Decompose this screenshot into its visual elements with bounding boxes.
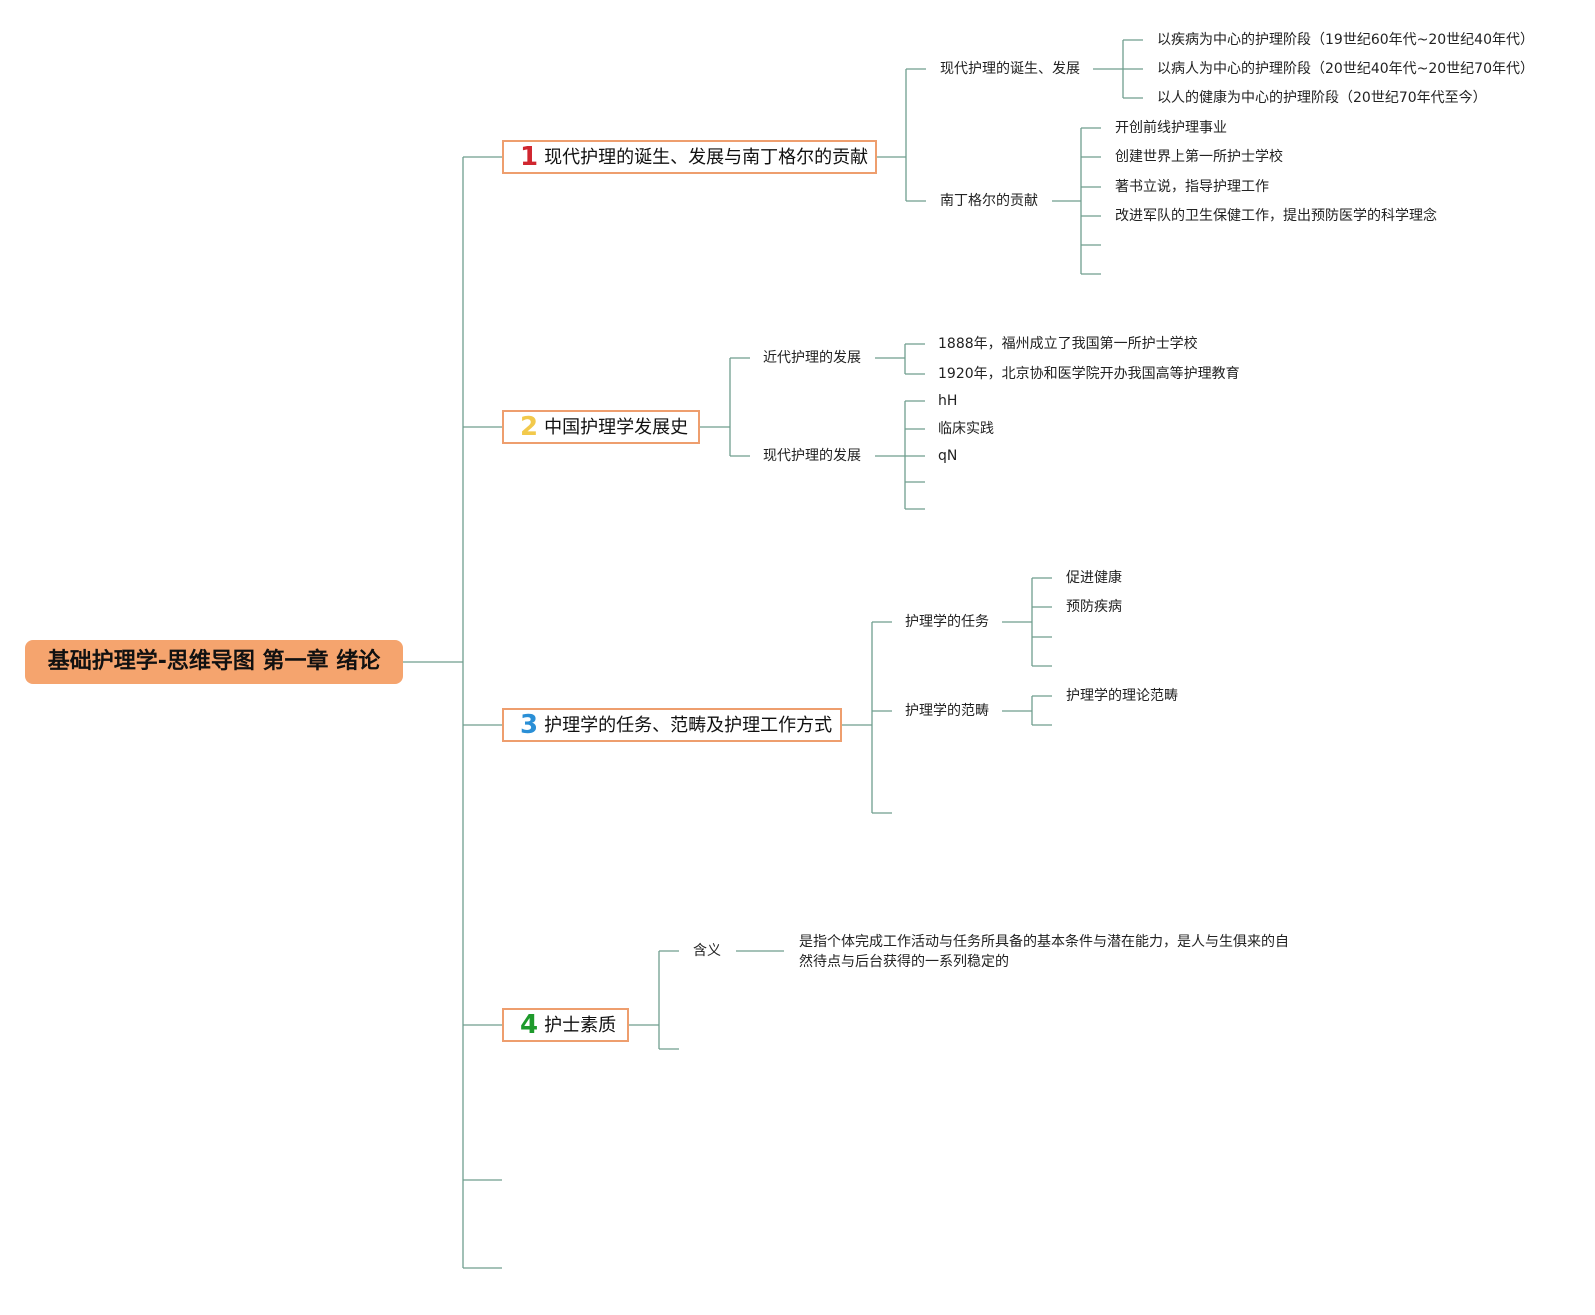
leaf-item[interactable]: 1920年，北京协和医学院开办我国高等护理教育 [938, 366, 1240, 382]
number-2-icon: 2 [520, 412, 539, 442]
leaf-item[interactable]: 改进军队的卫生保健工作，提出预防医学的科学理念 [1115, 208, 1437, 224]
leaf-item[interactable]: 开创前线护理事业 [1115, 120, 1227, 136]
branch-label: 现代护理的诞生、发展与南丁格尔的贡献 [544, 147, 869, 168]
leaf-item[interactable]: 著书立说，指导护理工作 [1115, 179, 1269, 195]
leaf-item[interactable]: hH [938, 393, 958, 409]
subtopic-nursing-tasks[interactable]: 护理学的任务 [905, 614, 989, 630]
leaf-item-definition[interactable]: 是指个体完成工作活动与任务所具备的基本条件与潜在能力，是人与生俱来的自然待点与后… [799, 934, 1289, 970]
subtopic-modern-nursing-birth[interactable]: 现代护理的诞生、发展 [940, 61, 1080, 77]
subtopic-modern-era-development[interactable]: 近代护理的发展 [763, 350, 861, 366]
branch-label: 中国护理学发展史 [544, 417, 689, 438]
number-4-icon: 4 [520, 1010, 539, 1040]
subtopic-nursing-scope[interactable]: 护理学的范畴 [905, 703, 989, 719]
leaf-item[interactable]: 以病人为中心的护理阶段（20世纪40年代~20世纪70年代） [1157, 61, 1534, 77]
leaf-item[interactable]: 临床实践 [938, 421, 994, 437]
branch-label: 护士素质 [544, 1015, 617, 1036]
leaf-item[interactable]: 以人的健康为中心的护理阶段（20世纪70年代至今） [1157, 90, 1487, 106]
leaf-item[interactable]: 1888年，福州成立了我国第一所护士学校 [938, 336, 1198, 352]
number-1-icon: 1 [520, 142, 539, 172]
leaf-item[interactable]: 预防疾病 [1066, 599, 1122, 615]
leaf-item[interactable]: 护理学的理论范畴 [1066, 688, 1178, 704]
leaf-item[interactable]: qN [938, 448, 958, 464]
branch-label: 护理学的任务、范畴及护理工作方式 [544, 715, 833, 736]
subtopic-nightingale[interactable]: 南丁格尔的贡献 [940, 193, 1038, 209]
subtopic-meaning[interactable]: 含义 [693, 943, 721, 959]
leaf-item[interactable]: 促进健康 [1066, 570, 1122, 586]
leaf-item[interactable]: 创建世界上第一所护士学校 [1115, 149, 1283, 165]
leaf-item[interactable]: 以疾病为中心的护理阶段（19世纪60年代~20世纪40年代） [1157, 32, 1534, 48]
subtopic-contemporary-development[interactable]: 现代护理的发展 [763, 448, 861, 464]
root-topic[interactable]: 基础护理学-思维导图 第一章 绪论 [25, 640, 403, 684]
number-3-icon: 3 [520, 710, 539, 740]
